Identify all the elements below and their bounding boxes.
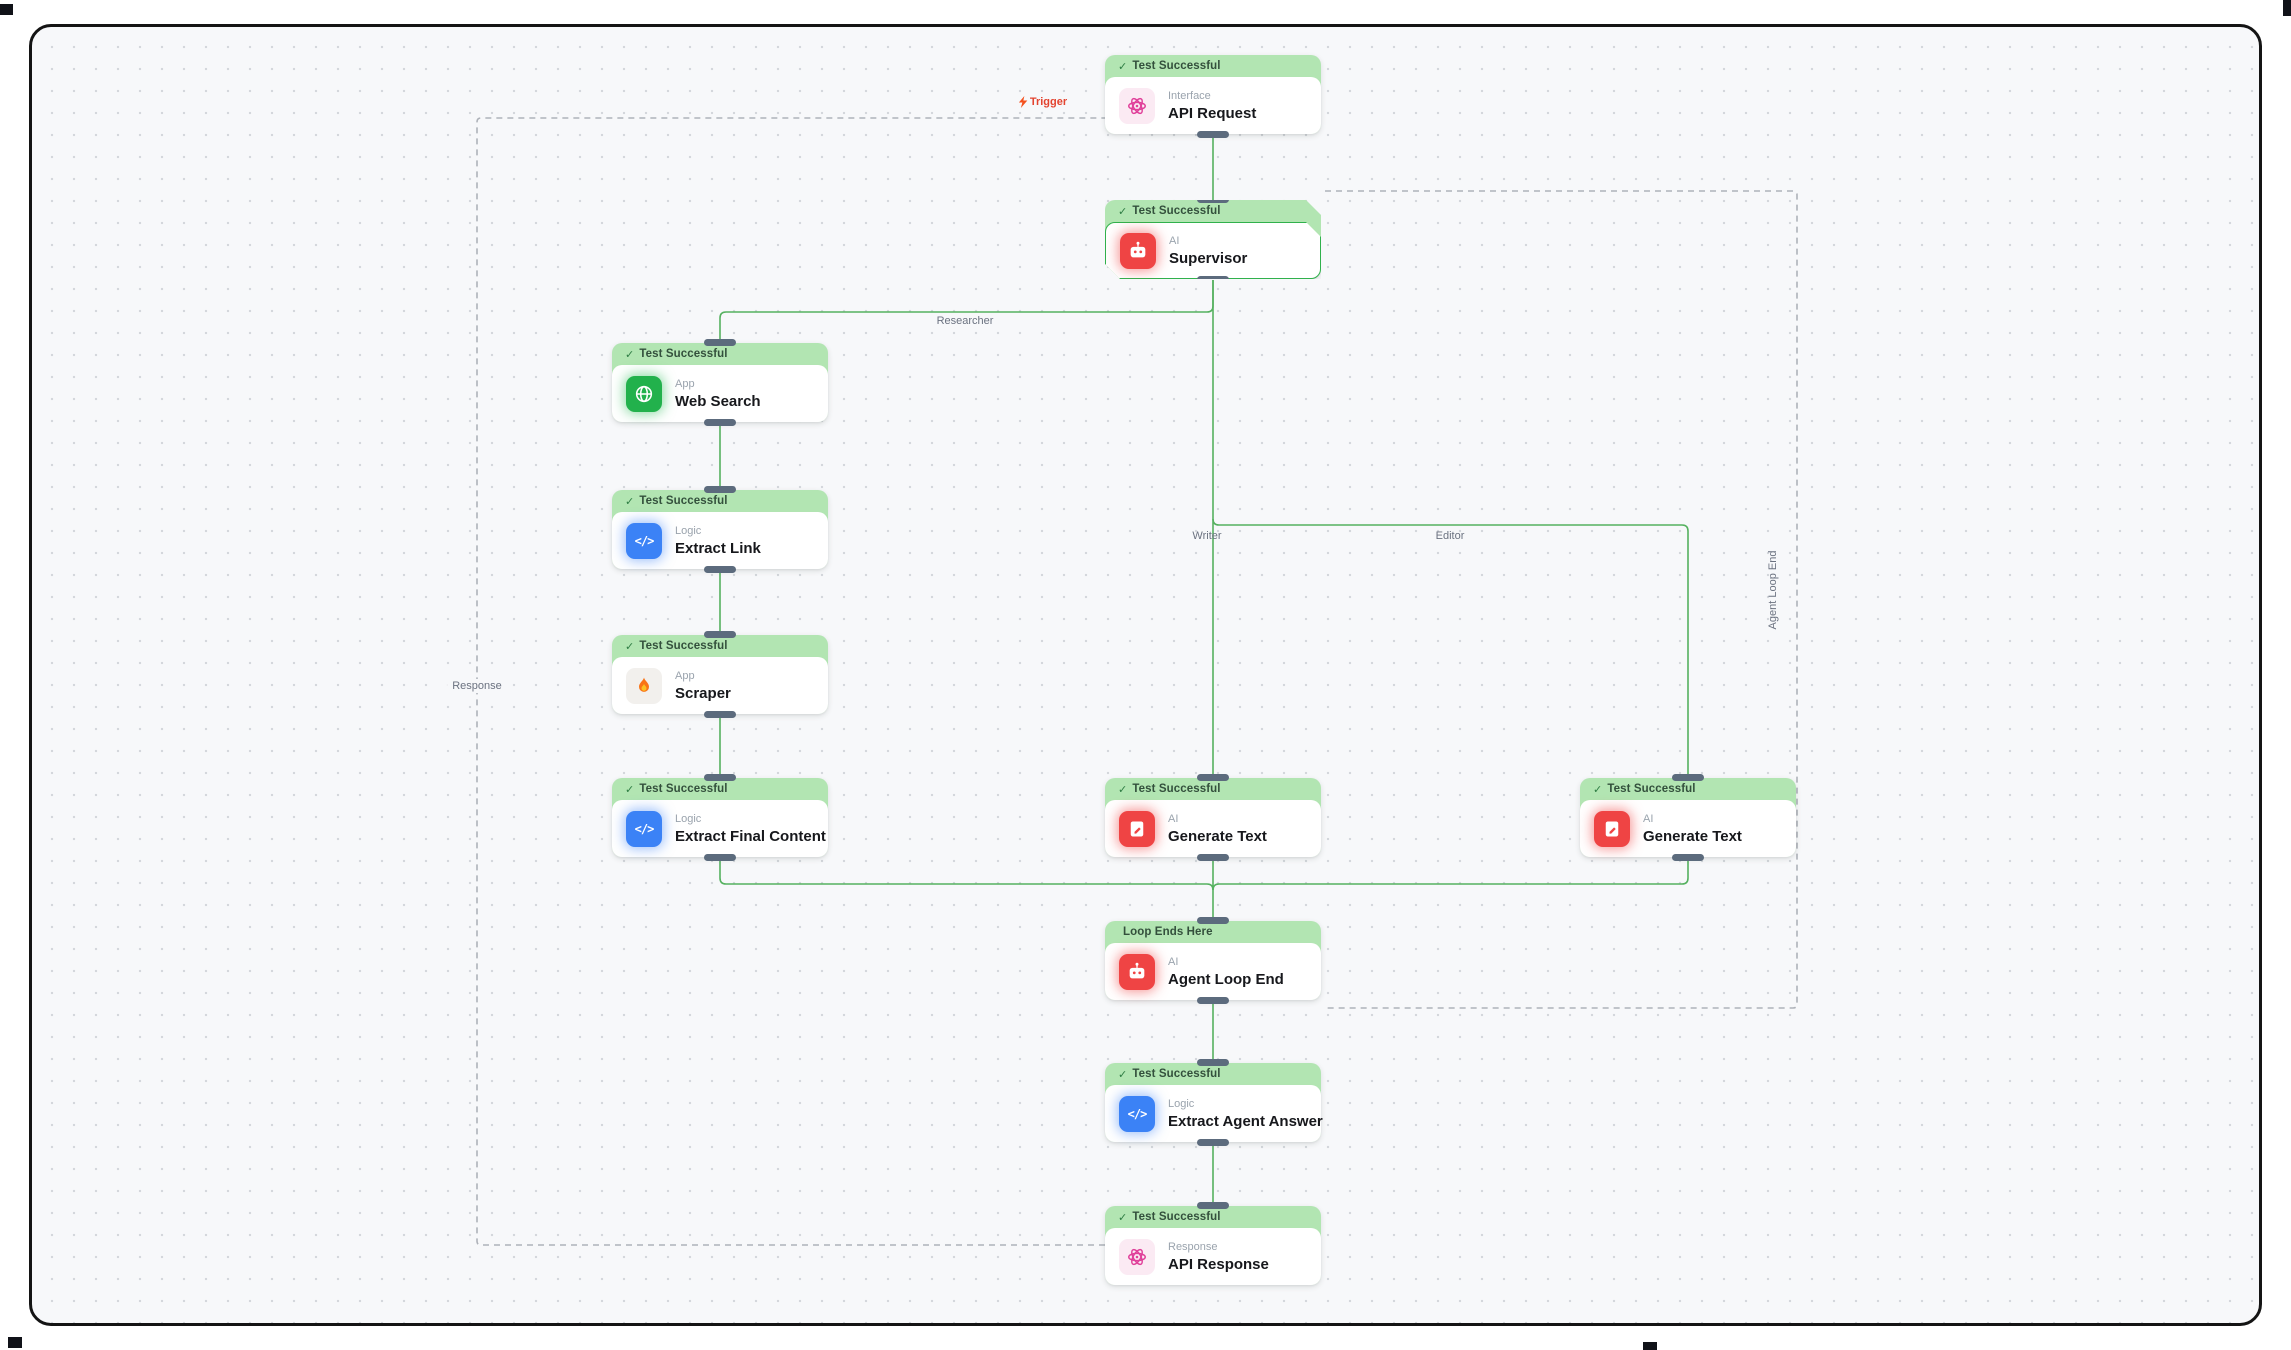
status-badge: ✓Test Successful [1118, 1068, 1221, 1081]
edge-label-trigger: Trigger [1018, 96, 1067, 108]
input-handle[interactable] [704, 339, 736, 346]
status-badge: ✓Test Successful [1118, 1211, 1221, 1224]
check-icon: ✓ [625, 783, 635, 796]
check-icon: ✓ [1593, 783, 1603, 796]
check-icon: ✓ [625, 640, 635, 653]
output-handle[interactable] [704, 419, 736, 426]
check-icon: ✓ [625, 495, 635, 508]
output-handle[interactable] [1197, 131, 1229, 138]
output-handle[interactable] [704, 854, 736, 861]
output-handle[interactable] [1672, 854, 1704, 861]
screen-artifact [1643, 1342, 1657, 1350]
input-handle[interactable] [1197, 917, 1229, 924]
screen-artifact [0, 4, 13, 15]
check-icon: ✓ [1118, 1068, 1128, 1081]
input-handle[interactable] [1197, 196, 1229, 203]
workflow-canvas[interactable]: Trigger Researcher Writer Editor Respons… [29, 24, 2262, 1326]
output-handle[interactable] [1197, 854, 1229, 861]
interface-atom-icon [1119, 87, 1155, 124]
input-handle[interactable] [704, 631, 736, 638]
check-icon: ✓ [1118, 205, 1128, 218]
code-icon: </> [1119, 1095, 1155, 1132]
globe-icon [626, 375, 662, 412]
check-icon: ✓ [1118, 60, 1128, 73]
document-pen-icon [1119, 810, 1155, 847]
input-handle[interactable] [1197, 1202, 1229, 1209]
input-handle[interactable] [1197, 774, 1229, 781]
check-icon: ✓ [1118, 783, 1128, 796]
status-badge: ✓Test Successful [1593, 783, 1696, 796]
output-handle[interactable] [1197, 276, 1229, 283]
status-badge: ✓Test Successful [625, 640, 728, 653]
lightning-icon [1018, 96, 1028, 108]
edge-label-researcher: Researcher [936, 315, 994, 327]
edge-label-writer: Writer [1192, 530, 1222, 542]
status-badge: ✓Test Successful [1118, 205, 1221, 218]
status-badge: ✓Test Successful [625, 783, 728, 796]
ai-robot-icon [1120, 233, 1156, 269]
status-badge: Loop Ends Here [1123, 926, 1213, 938]
status-badge: ✓Test Successful [1118, 783, 1221, 796]
screen-artifact [2283, 0, 2291, 16]
ai-robot-icon [1119, 953, 1155, 990]
code-icon: </> [626, 810, 662, 847]
edge-label-response: Response [447, 679, 507, 693]
input-handle[interactable] [704, 774, 736, 781]
status-badge: ✓Test Successful [1118, 60, 1221, 73]
input-handle[interactable] [704, 486, 736, 493]
output-handle[interactable] [1197, 997, 1229, 1004]
edge-label-editor: Editor [1435, 530, 1465, 542]
flame-icon [626, 667, 662, 704]
output-handle[interactable] [704, 711, 736, 718]
status-badge: ✓Test Successful [625, 495, 728, 508]
check-icon: ✓ [625, 348, 635, 361]
output-handle[interactable] [1197, 1139, 1229, 1146]
input-handle[interactable] [1197, 1059, 1229, 1066]
input-handle[interactable] [1672, 774, 1704, 781]
screen-artifact [8, 1337, 22, 1348]
edge-label-agent-loop-end: Agent Loop End [1767, 550, 1779, 630]
output-handle[interactable] [704, 566, 736, 573]
response-atom-icon [1119, 1238, 1155, 1275]
code-icon: </> [626, 522, 662, 559]
status-badge: ✓Test Successful [625, 348, 728, 361]
document-pen-icon [1594, 810, 1630, 847]
check-icon: ✓ [1118, 1211, 1128, 1224]
